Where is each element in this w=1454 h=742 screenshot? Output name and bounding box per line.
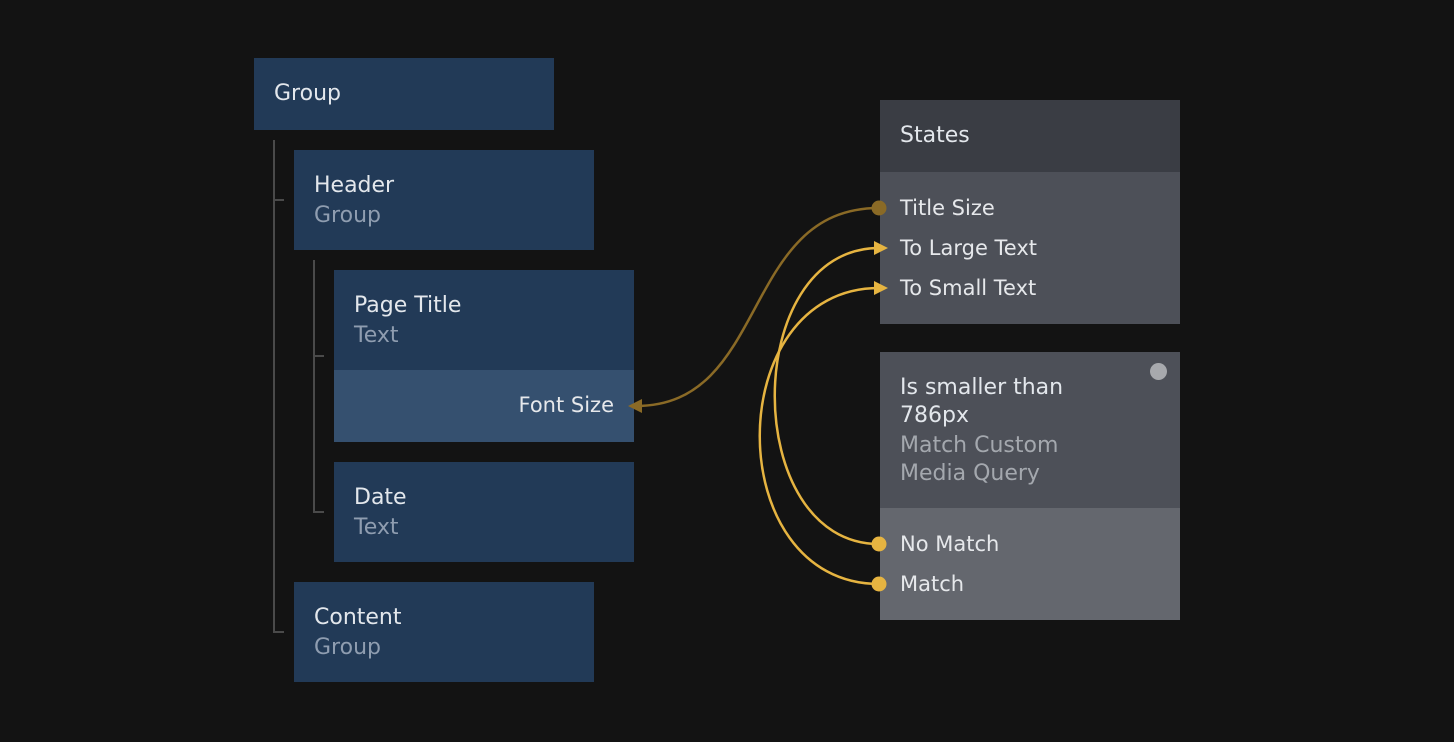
node-page-title[interactable]: Page Title Text — [334, 270, 634, 370]
tree-branch-date — [313, 511, 324, 513]
tree-branch-header — [273, 199, 284, 201]
node-type: Text — [354, 515, 399, 540]
status-dot-icon — [1150, 363, 1167, 380]
wire-match-to-small-text — [758, 286, 880, 586]
node-media-query[interactable]: Is smaller than 786px Match Custom Media… — [880, 352, 1180, 508]
node-type: Group — [314, 635, 381, 660]
port-no-match[interactable]: No Match — [900, 532, 1000, 556]
node-title: Content — [314, 605, 402, 630]
port-to-small-text[interactable]: To Small Text — [900, 276, 1037, 300]
node-states-ports: Title Size To Large Text To Small Text — [880, 172, 1180, 324]
port-title-size[interactable]: Title Size — [900, 196, 995, 220]
node-title: Page Title — [354, 293, 462, 318]
node-content[interactable]: Content Group — [294, 582, 594, 682]
port-match[interactable]: Match — [900, 572, 965, 596]
tree-branch-page-title — [313, 355, 324, 357]
node-title-line1: Is smaller than — [900, 375, 1064, 400]
node-media-query-ports: No Match Match — [880, 508, 1180, 620]
node-date[interactable]: Date Text — [334, 462, 634, 562]
wire-title-size-to-font-size — [635, 206, 880, 408]
node-title: States — [900, 123, 970, 148]
tree-line-header — [313, 260, 315, 513]
node-type-line2: Media Query — [900, 461, 1040, 486]
tree-line-root — [273, 140, 275, 633]
node-states[interactable]: States — [880, 100, 1180, 172]
wire-no-match-to-large-text — [773, 246, 880, 546]
node-type: Text — [354, 323, 399, 348]
node-type: Group — [314, 203, 381, 228]
port-font-size[interactable]: Font Size — [518, 393, 614, 417]
port-to-large-text[interactable]: To Large Text — [900, 236, 1038, 260]
tree-branch-content — [273, 631, 284, 633]
node-type-line1: Match Custom — [900, 433, 1059, 458]
node-title-line2: 786px — [900, 403, 969, 428]
node-title: Group — [274, 81, 341, 106]
node-header[interactable]: Header Group — [294, 150, 594, 250]
node-group[interactable]: Group — [254, 58, 554, 130]
node-title: Header — [314, 173, 395, 198]
node-page-title-ports: Font Size — [334, 370, 634, 442]
node-title: Date — [354, 485, 407, 510]
